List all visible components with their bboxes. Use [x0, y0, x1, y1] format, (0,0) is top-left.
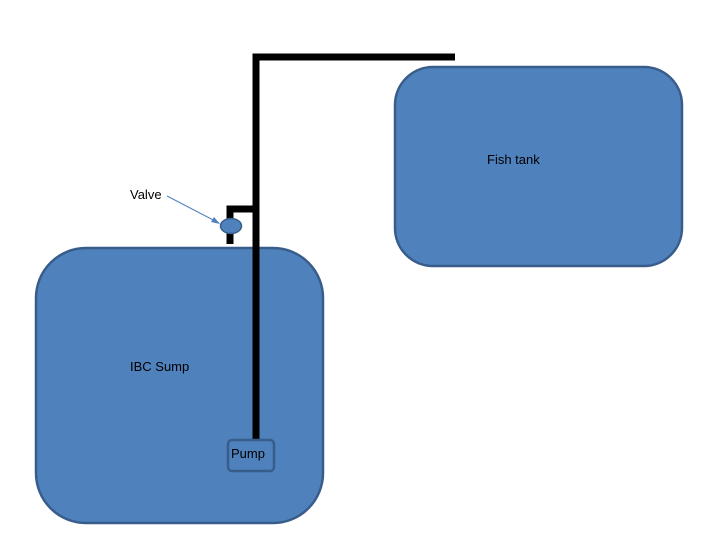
main-pipe [252, 53, 455, 440]
ibc-sump: IBC Sump [34, 246, 325, 525]
pump-label: Pump [231, 446, 265, 461]
fish-tank-shape [393, 65, 684, 268]
ibc-sump-label: IBC Sump [130, 359, 189, 374]
pump-shape [226, 438, 276, 473]
pump: Pump [226, 438, 276, 473]
valve-shape [219, 217, 243, 235]
fish-tank-label: Fish tank [487, 152, 540, 167]
valve-leader-line [166, 195, 220, 224]
fish-tank: Fish tank [393, 65, 684, 268]
ibc-sump-shape [34, 246, 325, 525]
valve-leader-arrowhead [211, 217, 220, 224]
valve-label: Valve [130, 187, 162, 202]
